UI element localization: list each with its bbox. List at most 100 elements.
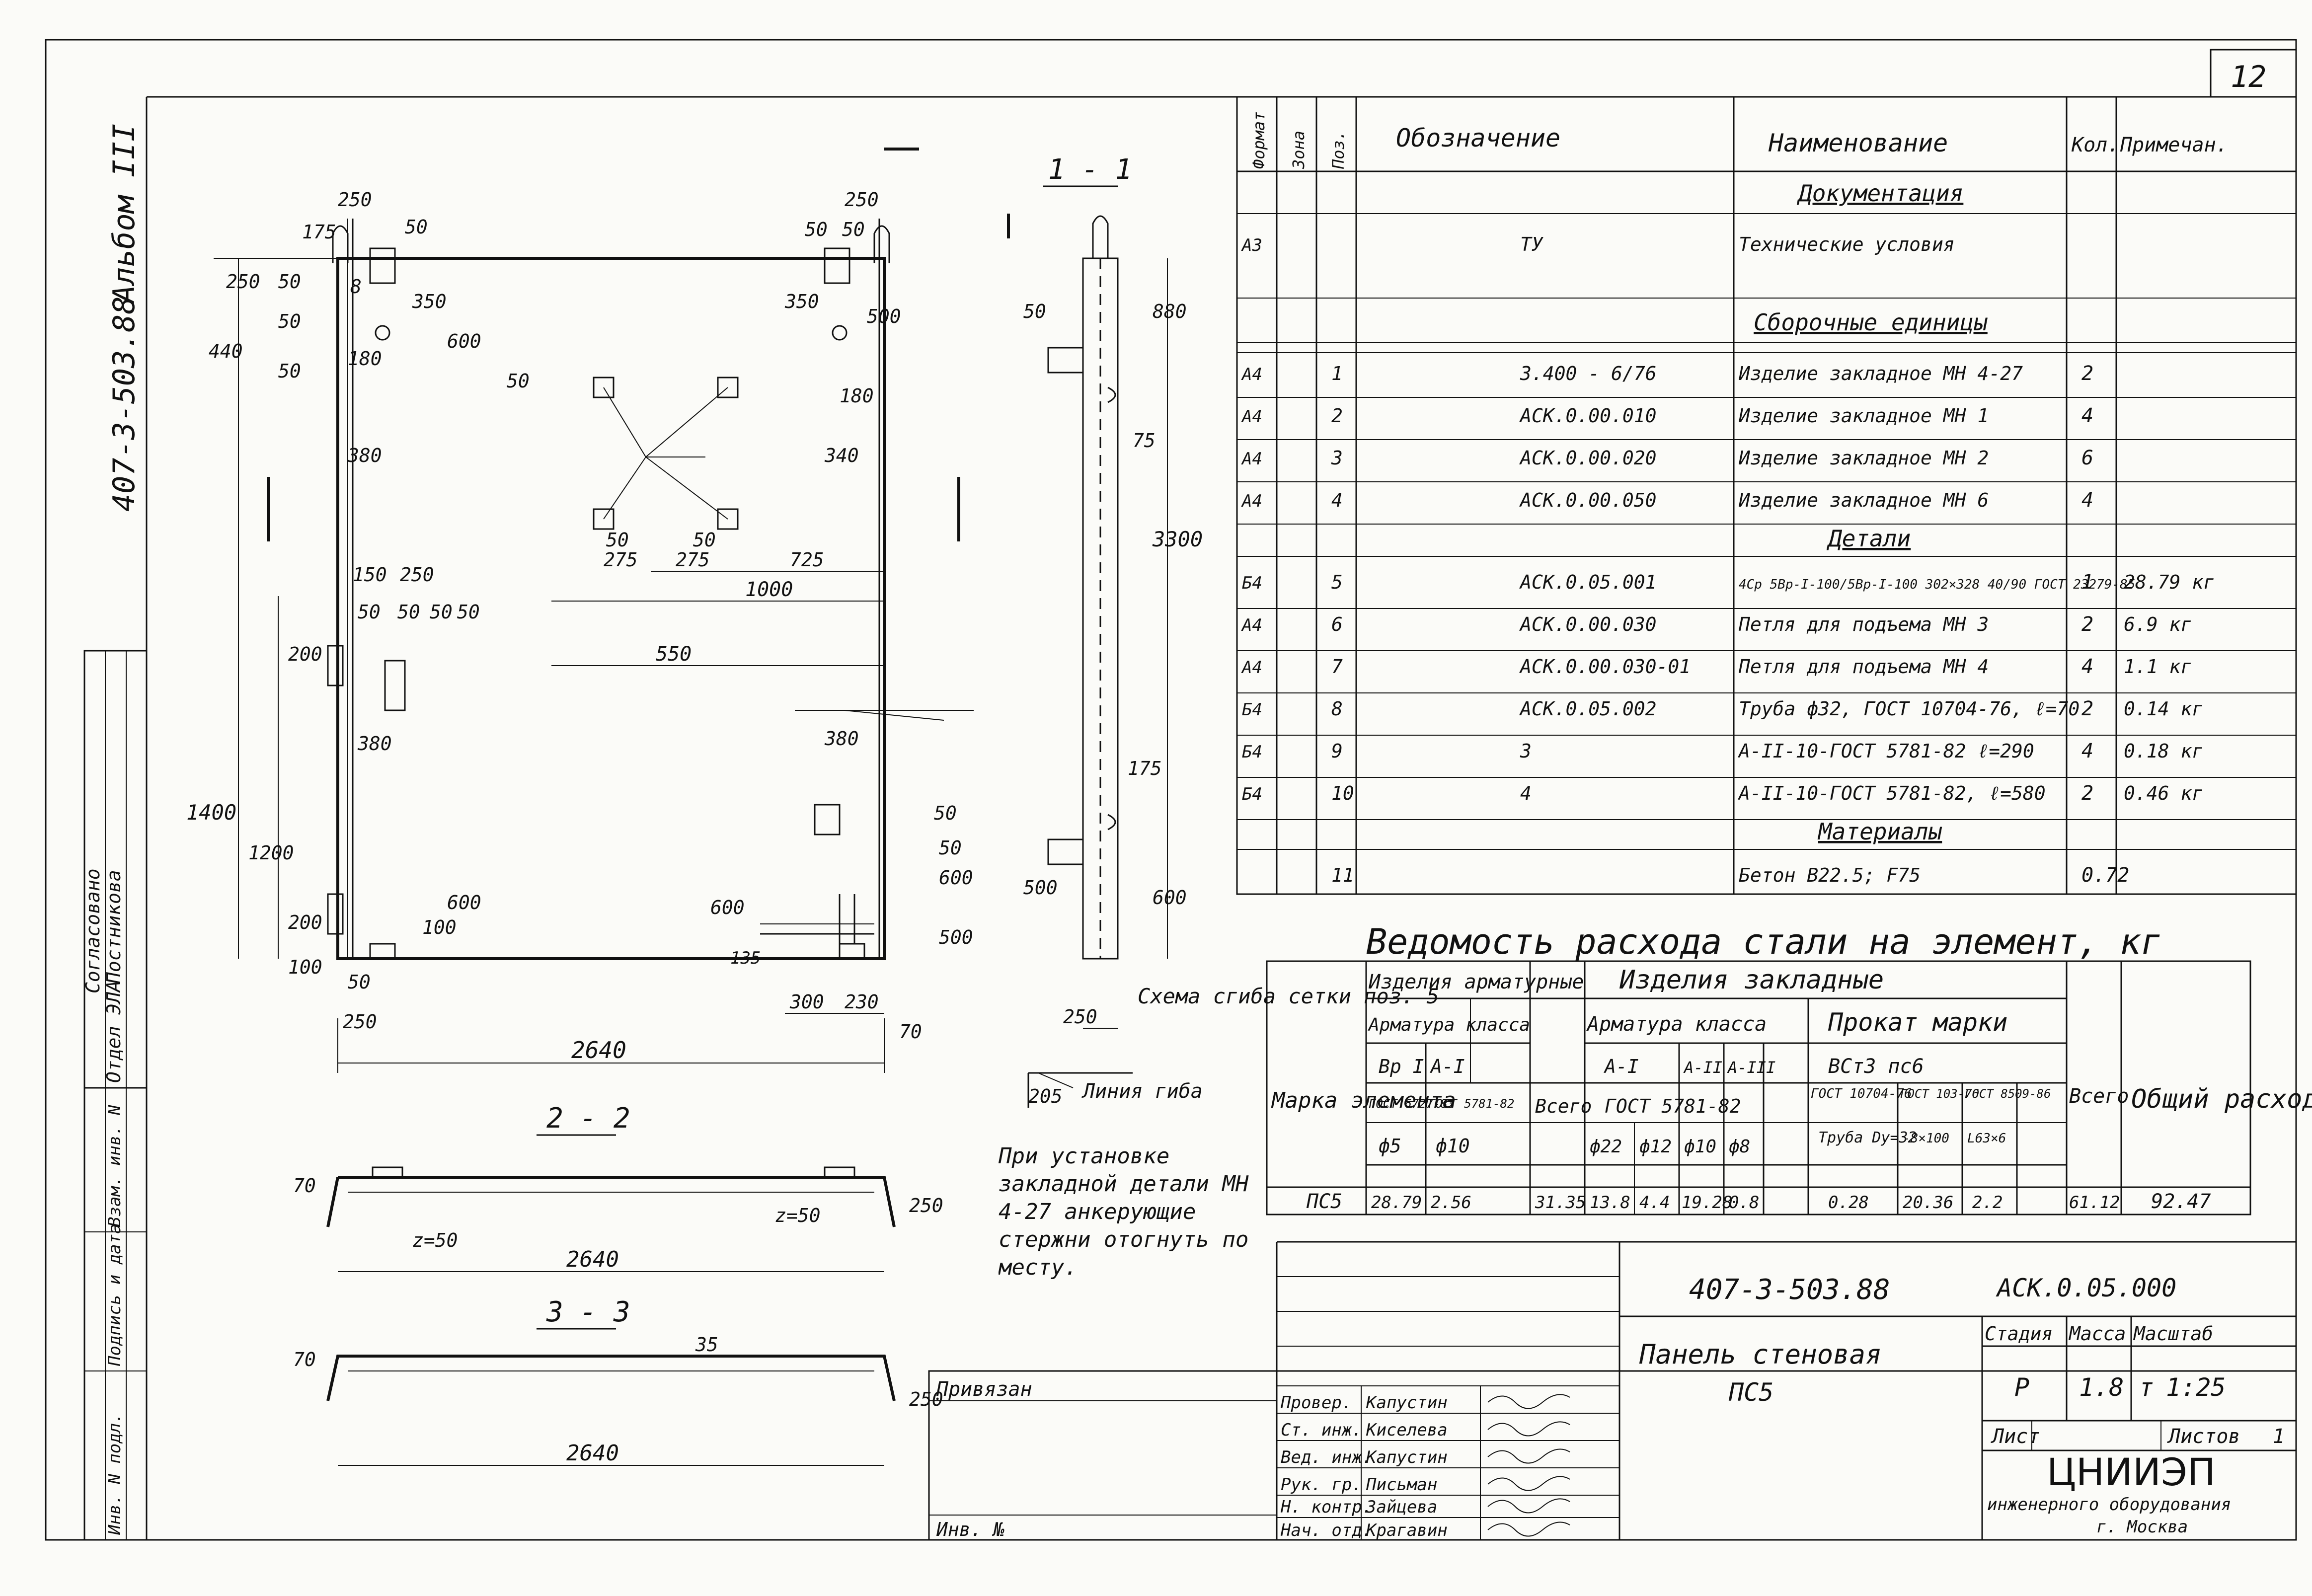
dim-elev-12: 8 (350, 276, 362, 298)
spec-cell-name: Бетон В22.5; F75 (1739, 864, 1921, 886)
spec-cell-pos: 3 (1331, 447, 1343, 469)
st-r-e4: 0.8 (1729, 1193, 1759, 1213)
spec-sec-parts: Детали (1826, 525, 1911, 552)
tb-person-role: Вед. инж. (1281, 1447, 1372, 1467)
spec-cell-format: А3 (1241, 235, 1262, 255)
st-d10: ф10 (1436, 1135, 1470, 1157)
dim-r-22: 600 (939, 867, 973, 889)
spec-cell-pos: 4 (1331, 489, 1343, 511)
st-r-e2: 4.4 (1639, 1193, 1670, 1213)
st-r-p1: 0.28 (1828, 1193, 1869, 1213)
spec-cell-pos: 9 (1331, 740, 1343, 762)
st-grand: Общий расход (2131, 1084, 2312, 1114)
spec-cell-code: АСК.0.00.030 (1519, 613, 1657, 635)
right-panel-dimensions: 250 50 50 50 350 500 180 340 725 1000 55… (507, 189, 973, 1043)
dim-s22-1: 250 (909, 1195, 943, 1216)
dim-r-23: 50 (934, 802, 957, 824)
tb-signature (1487, 1421, 1570, 1437)
spec-h-name: Наименование (1768, 129, 1948, 157)
dim-r-6: 180 (840, 385, 874, 407)
st-p1: Труба Dy=32 (1818, 1129, 1917, 1146)
section-3-3-title: 3 - 3 (546, 1296, 630, 1328)
st-d12: ф12 (1639, 1137, 1672, 1157)
side-row-1: Инв. N подл. (105, 1413, 125, 1535)
section-1-1: 1 - 1 880 3300 75 175 500 600 250 50 205… (1023, 153, 1439, 1108)
st-r-v1: 28.79 (1371, 1193, 1422, 1213)
spec-h-zone: Зона (1289, 131, 1308, 169)
loop-right (873, 225, 890, 263)
dim-s33-0: 70 (293, 1349, 316, 1370)
dim-r-1: 50 (805, 219, 828, 240)
spec-cell-name: Труба ф32, ГОСТ 10704-76, ℓ=70 (1739, 698, 2080, 720)
spec-cell-name: А-II-10-ГОСТ 5781-82 ℓ=290 (1738, 740, 2034, 762)
dim-elev-9: 600 (447, 330, 481, 352)
spec-cell-format: А4 (1241, 658, 1262, 678)
tb-signature (1487, 1476, 1570, 1491)
bend-line-label: Линия гиба (1081, 1080, 1203, 1103)
tb-person-role: Провер. (1280, 1393, 1352, 1413)
tb-person-role: Нач. отд. (1280, 1520, 1372, 1540)
spec-h-code: Обозначение (1396, 124, 1560, 152)
dim-sec-4: 500 (1023, 877, 1058, 899)
album-code: 407-3-503.88 Альбом III (107, 124, 142, 512)
dim-r-9: 1000 (745, 578, 793, 601)
tb-doc-code2: АСК.0.05.000 (1996, 1274, 2176, 1302)
tb-mark: ПС5 (1728, 1378, 1773, 1407)
dim-r-2: 50 (842, 219, 865, 240)
dim-mid-12: 50 (348, 971, 371, 993)
spec-cell-note: 0.46 кг (2124, 782, 2203, 804)
spec-cell-format: Б4 (1242, 573, 1262, 593)
section-1-1-title: 1 - 1 (1048, 153, 1132, 186)
spec-cell-pos: 2 (1331, 405, 1343, 427)
dim-elev-3: 250 (226, 271, 260, 293)
steel-title: Ведомость расхода стали на элемент, кг (1366, 921, 2161, 962)
dim-elev-10: 180 (348, 348, 382, 370)
dim-elev-7: 50 (278, 360, 301, 382)
dim-mid-0: 150 (353, 564, 387, 586)
section-3-3: 3 - 3 70 250 35 2640 (293, 1296, 943, 1466)
st-total2: Всего (2069, 1085, 2129, 1108)
dim-r-11: 275 (604, 549, 638, 571)
dim-mid-2: 50 (358, 601, 381, 623)
dim-elev-6: 50 (278, 310, 301, 332)
spec-cell-code: АСК.0.00.030-01 (1519, 656, 1691, 678)
spec-cell-pos: 10 (1331, 782, 1354, 804)
dim-r-16: 600 (710, 897, 745, 918)
dim-r-15: 380 (824, 728, 859, 750)
dim-sec-3: 175 (1128, 758, 1162, 779)
side-row-3: Взам. инв. N (105, 1105, 125, 1227)
album-volume: Альбом III (107, 124, 142, 305)
st-emb-a2: А-II (1683, 1058, 1722, 1077)
tb-person-name: Крагавин (1366, 1520, 1448, 1540)
loop-left (332, 225, 349, 263)
spec-cell-name: Петля для подъема МН 4 (1738, 656, 1989, 678)
spec-cell-code: 4 (1520, 782, 1532, 804)
spec-cell-qty: 0.72 (2081, 864, 2129, 887)
st-r-e3: 19.28 (1682, 1193, 1732, 1213)
tb-privyazan: Привязан (936, 1378, 1032, 1401)
st-d5: ф5 (1379, 1135, 1401, 1157)
spec-h-note: Примечан. (2120, 134, 2228, 156)
dim-r-19: 230 (845, 991, 879, 1013)
tb-person-role: Рук. гр. (1281, 1475, 1362, 1495)
tb-scale: 1:25 (2166, 1373, 2226, 1402)
tb-mass-lbl: Масса (2068, 1323, 2126, 1345)
st-col-mark: Марка элемента (1271, 1088, 1456, 1113)
section-2-2: 2 - 2 70 250 z=50 z=50 2640 (293, 1102, 943, 1272)
side-dept: Отдел ЭЛА (103, 981, 125, 1083)
spec-cell-qty: 6 (2081, 447, 2093, 469)
tb-scale-lbl: Масштаб (2133, 1323, 2213, 1345)
st-d8: ф8 (1729, 1137, 1750, 1157)
st-rebar-class: Арматура класса (1368, 1015, 1530, 1035)
st-g1: ГОСТ 10704-76 (1811, 1086, 1912, 1101)
st-p2: -8×100 (1903, 1131, 1949, 1146)
spec-table (1236, 96, 2297, 895)
st-r-t1: 31.35 (1535, 1193, 1586, 1213)
spec-cell-code: ТУ (1520, 233, 1544, 255)
dim-elev-4: 440 (209, 340, 243, 362)
sheet-number: 12 (2231, 60, 2266, 94)
tb-stage: Р (2014, 1373, 2029, 1402)
elevation-dimensions: 250 50 175 250 440 50 50 50 350 600 180 … (186, 189, 626, 1064)
